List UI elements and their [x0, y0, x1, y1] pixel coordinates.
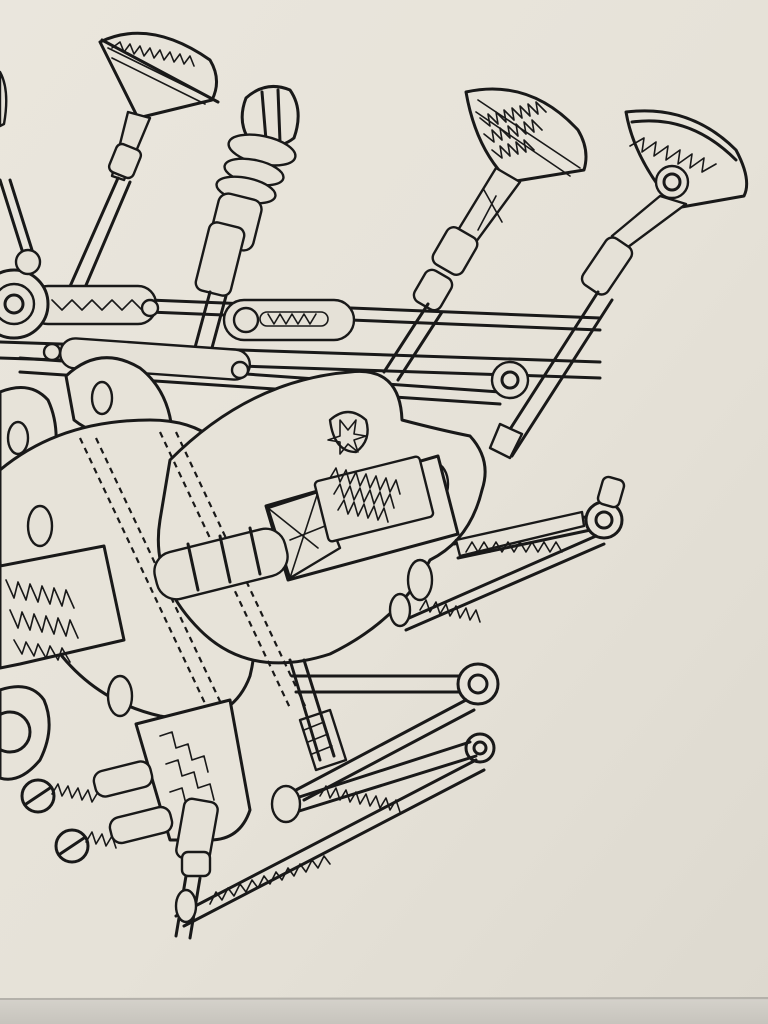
screw-bolts: [20, 760, 174, 864]
wall-edge: [0, 998, 768, 1024]
lower-legs: [174, 475, 626, 928]
center-column: [134, 698, 252, 940]
paper-shade: [0, 0, 768, 1000]
pin-tool: [188, 84, 300, 372]
sawblade-tool: [496, 109, 749, 458]
vertical-struts: [288, 360, 530, 762]
fan-trowel-tool-1: [62, 31, 220, 306]
left-gear-panel: [0, 544, 126, 781]
diamond-gear-block: [153, 454, 460, 601]
left-hub: [0, 70, 50, 340]
paper-bottom-edge: [0, 997, 768, 1000]
horizontal-chain-rails: [0, 284, 602, 406]
dashed-guide-lines: [79, 431, 307, 715]
fan-trowel-tool-2: [382, 87, 588, 382]
